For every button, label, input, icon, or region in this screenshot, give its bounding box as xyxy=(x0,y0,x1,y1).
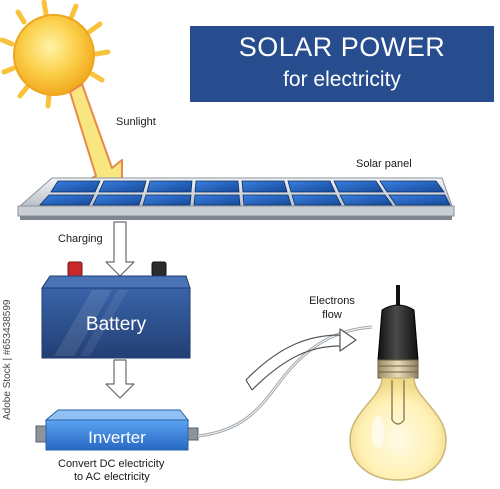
inverter xyxy=(35,409,199,451)
solar-panel-label: Solar panel xyxy=(356,158,412,170)
bulb-glass xyxy=(349,377,447,481)
electrons-flow-arrow xyxy=(245,328,357,391)
electrons-flow-label-line1: Electrons xyxy=(309,295,355,307)
title-main: SOLAR POWER xyxy=(238,32,446,62)
sunlight-label: Sunlight xyxy=(116,116,156,128)
solar-panel xyxy=(17,177,455,220)
bulb-filament xyxy=(391,380,405,425)
sun-disc xyxy=(13,14,95,96)
bulb-socket xyxy=(377,304,419,365)
battery-label: Battery xyxy=(85,314,147,335)
charging-arrow xyxy=(105,221,135,277)
inverter-label: Inverter xyxy=(88,428,146,447)
convert-label-line1: Convert DC electricity xyxy=(58,458,165,470)
light-bulb xyxy=(349,285,447,481)
battery-terminal-negative xyxy=(151,261,167,277)
charging-label: Charging xyxy=(58,233,103,245)
title-box: SOLAR POWER for electricity xyxy=(190,26,494,102)
solar-cells xyxy=(39,180,451,206)
convert-label-line2: to AC electricity xyxy=(74,471,150,483)
sun-rays xyxy=(0,0,111,109)
stock-id-label: Adobe Stock | #653438599 xyxy=(2,299,13,420)
battery xyxy=(41,261,191,359)
title-subtitle: for electricity xyxy=(283,68,401,91)
sun xyxy=(0,0,111,109)
battery-terminal-positive xyxy=(67,261,83,277)
battery-to-inverter-arrow xyxy=(105,359,135,399)
electrons-flow-label-line2: flow xyxy=(322,309,342,321)
